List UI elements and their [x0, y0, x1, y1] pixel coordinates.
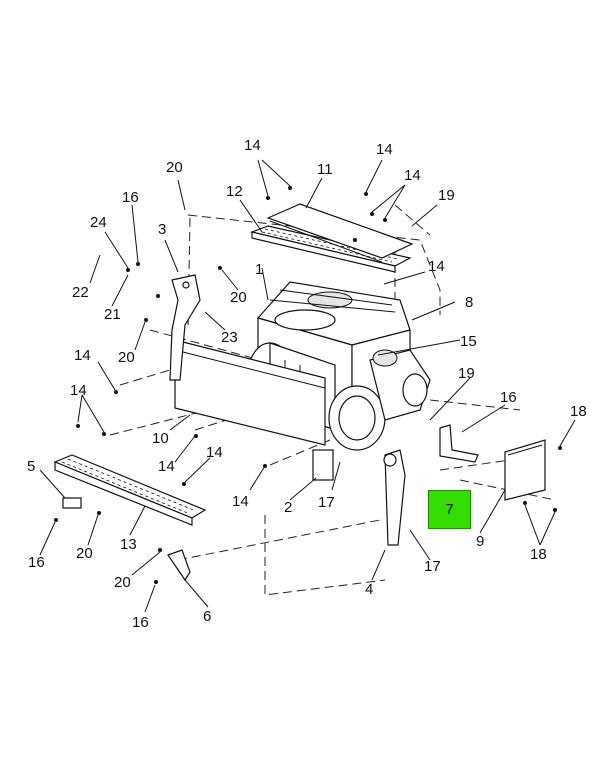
callout-3: 3 — [158, 221, 166, 238]
front-panel — [174, 339, 326, 446]
callout-14i: 14 — [232, 493, 249, 510]
bottom-step — [53, 454, 207, 526]
callout-9: 9 — [476, 533, 484, 550]
left-bracket — [169, 274, 201, 381]
callout-14h: 14 — [206, 444, 223, 461]
callout-19a: 19 — [438, 187, 455, 204]
callout-23: 23 — [221, 329, 238, 346]
callout-labels: 14 11 14 14 19 20 12 16 24 3 1 14 22 21 … — [27, 137, 587, 631]
callout-13: 13 — [120, 536, 137, 553]
callout-20c: 20 — [118, 349, 135, 366]
highlighted-callout-7[interactable]: 7 — [428, 490, 471, 529]
callout-18b: 18 — [530, 546, 547, 563]
callout-22: 22 — [72, 284, 89, 301]
callout-4: 4 — [365, 581, 373, 598]
air-cleaner — [328, 349, 431, 451]
callout-12: 12 — [226, 183, 243, 200]
callout-14a: 14 — [244, 137, 261, 154]
callout-5: 5 — [27, 458, 35, 475]
callout-14d: 14 — [428, 258, 445, 275]
callout-16d: 16 — [132, 614, 149, 631]
bracket-16 — [439, 424, 479, 463]
callout-20d: 20 — [76, 545, 93, 562]
callout-17b: 17 — [424, 558, 441, 575]
callout-14b: 14 — [376, 141, 393, 158]
plate-9 — [504, 439, 546, 501]
callout-14g: 14 — [158, 458, 175, 475]
callout-24: 24 — [90, 214, 107, 231]
callout-17a: 17 — [318, 494, 335, 511]
callout-20b: 20 — [230, 289, 247, 306]
bracket-6 — [167, 549, 191, 582]
callout-20a: 20 — [166, 159, 183, 176]
callout-16b: 16 — [500, 389, 517, 406]
highlighted-callout-label: 7 — [445, 501, 454, 518]
callout-15: 15 — [460, 333, 477, 350]
callout-16c: 16 — [28, 554, 45, 571]
callout-14c: 14 — [404, 167, 421, 184]
right-bracket — [383, 449, 406, 546]
callout-21: 21 — [104, 306, 121, 323]
callout-16a: 16 — [122, 189, 139, 206]
callout-11: 11 — [317, 161, 333, 178]
callout-20e: 20 — [114, 574, 131, 591]
fasteners — [54, 186, 562, 584]
bracket-2 — [312, 449, 334, 481]
callout-2: 2 — [284, 499, 292, 516]
leader-lines — [39, 159, 576, 613]
callout-18a: 18 — [570, 403, 587, 420]
callout-19b: 19 — [458, 365, 475, 382]
callout-10: 10 — [152, 430, 169, 447]
callout-14e: 14 — [74, 347, 91, 364]
callout-6: 6 — [203, 608, 211, 625]
callout-14f: 14 — [70, 382, 87, 399]
callout-8: 8 — [465, 294, 473, 311]
step-cover — [266, 203, 414, 263]
callout-1: 1 — [255, 261, 263, 278]
